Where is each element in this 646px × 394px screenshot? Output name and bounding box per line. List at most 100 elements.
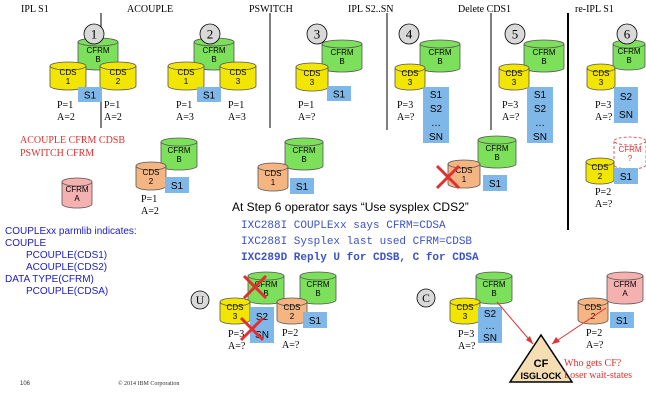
- cylinder-body: [577, 301, 609, 325]
- step-circle: 4: [398, 23, 420, 45]
- p-value: P=3: [397, 100, 413, 111]
- cylinder-label-line2: 1: [271, 178, 276, 187]
- cylinder-label-line2: 1: [462, 175, 467, 184]
- cylinder-label-line1: CFRM: [618, 145, 641, 154]
- parmlib-line: COUPLE: [5, 238, 46, 249]
- a-value: A=?: [595, 199, 613, 210]
- cylinder-label-line1: CDS: [284, 303, 301, 312]
- cylinder-label-line1: CDS: [402, 69, 419, 78]
- system-box-bg: [423, 87, 449, 143]
- system-label: S2: [430, 104, 443, 115]
- cylinder-label-line1: CFRM: [617, 47, 640, 56]
- system-box: S2…SN: [478, 307, 502, 344]
- p-value: P=3: [502, 100, 518, 111]
- system-label: S1: [309, 316, 322, 327]
- cylinder-top: [284, 137, 324, 147]
- cylinder-top: [295, 62, 329, 72]
- cylinder-top: [276, 297, 308, 307]
- a-value: A=?: [502, 112, 520, 123]
- cylinder-label-line1: CDS: [593, 69, 610, 78]
- cylinder-top: [606, 271, 644, 281]
- cylinder-label-line2: 2: [598, 172, 603, 181]
- cylinder-label-line2: 3: [236, 77, 241, 86]
- a-value: A=?: [458, 341, 476, 352]
- ixc-message-reply: IXC289D Reply U for CDSB, C for CDSA: [241, 252, 479, 264]
- step-circle: C: [416, 288, 436, 308]
- cylinder-body: [586, 67, 616, 91]
- cylinder-top: [613, 136, 646, 146]
- p-value: P=3: [458, 329, 474, 340]
- system-box-bg: [527, 87, 553, 143]
- cylinder-label-line1: CDS: [506, 69, 523, 78]
- x-stroke: [242, 274, 268, 300]
- a-value: A=2: [141, 206, 159, 217]
- cylinder-label-line1: CDS: [265, 169, 282, 178]
- cylinder-top: [299, 271, 337, 281]
- step-circle: 3: [306, 23, 328, 45]
- cf-note: Loser wait-states: [564, 370, 632, 381]
- cds-cylinder-cds2: CDS2: [276, 297, 308, 325]
- cylinder-label-line1: CFRM: [292, 146, 315, 155]
- cylinder-top: [99, 61, 137, 71]
- column-header: IPL S1: [21, 4, 49, 15]
- p-value: P=2: [282, 328, 298, 339]
- cylinder-label-line2: 3: [310, 78, 315, 87]
- x-stroke: [239, 316, 265, 342]
- cylinder-body: [394, 67, 426, 91]
- step-circle-shape: [616, 23, 638, 45]
- step-circle-shape: [504, 23, 526, 45]
- p-value: P=1: [57, 100, 73, 111]
- p-value: P=1: [176, 100, 192, 111]
- step-number: 6: [624, 27, 631, 42]
- cylinder-label-line2: 3: [599, 78, 604, 87]
- cylinder-label-line2: B: [95, 55, 100, 64]
- footer-page: 106: [20, 381, 31, 387]
- arrow-head: [526, 336, 533, 344]
- system-box-bg: [327, 86, 351, 101]
- step-number: 5: [512, 27, 519, 42]
- system-label: S1: [84, 91, 97, 102]
- cylinder-label-line2: 3: [408, 78, 413, 87]
- a-value: A=3: [176, 112, 194, 123]
- cds-cylinder-cds1: CDS1: [49, 61, 87, 91]
- system-label: SN: [429, 132, 443, 143]
- a-value: A=3: [228, 112, 246, 123]
- system-box-bg: [290, 178, 314, 194]
- system-label: SN: [255, 330, 269, 341]
- footer-copyright: © 2014 IBM Corporation: [118, 380, 179, 387]
- cylinder-top: [449, 297, 481, 307]
- cf-arrow: [496, 301, 534, 345]
- cylinder-label-line2: 3: [512, 78, 517, 87]
- cylinder-label-line1: CFRM: [482, 280, 505, 289]
- step-number: U: [196, 294, 205, 307]
- arrow-head: [552, 337, 560, 344]
- cylinder-label-line1: CDS: [227, 303, 244, 312]
- cylinder-top: [477, 135, 517, 145]
- system-label: S1: [534, 90, 547, 101]
- step-circle: 6: [616, 23, 638, 45]
- red-note: ACOUPLE CFRM CDSB: [20, 135, 125, 146]
- cylinder-label-line1: CDS: [178, 68, 195, 77]
- step-number: C: [422, 292, 430, 305]
- cylinder-top: [585, 157, 615, 167]
- column-header: re-IPL S1: [575, 4, 614, 15]
- cf-note: Who gets CF?: [564, 358, 622, 369]
- system-label: S2: [534, 104, 547, 115]
- cylinder-top: [160, 137, 198, 147]
- cylinder-body: [498, 67, 530, 91]
- cylinder-label-line2: B: [491, 289, 496, 298]
- cylinder-label-line2: 3: [463, 312, 468, 321]
- p-value: P=1: [228, 100, 244, 111]
- cylinder-label-line2: A: [74, 194, 80, 203]
